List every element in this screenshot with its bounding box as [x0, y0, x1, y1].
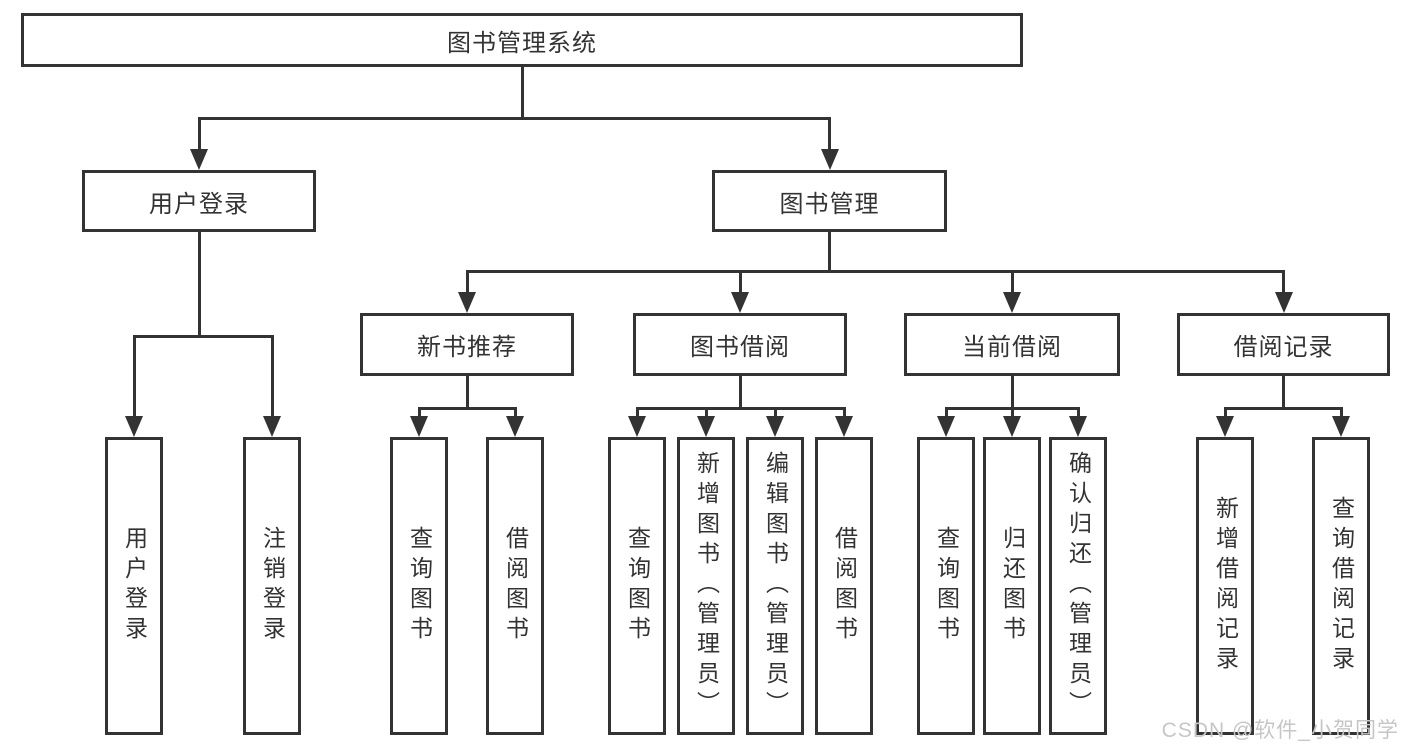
arrowhead-down: [125, 416, 143, 437]
arrowhead-down: [1003, 416, 1021, 437]
arrowhead-down: [1332, 416, 1350, 437]
arrowhead-down: [697, 416, 715, 437]
node-query-borrow-record: 查询借阅记录: [1312, 437, 1370, 735]
node-book-management-branch: 图书管理: [712, 170, 947, 232]
connector: [1223, 408, 1227, 418]
arrowhead-down: [1003, 292, 1021, 313]
node-library-management-system: 图书管理系统: [21, 13, 1023, 67]
connector: [1282, 375, 1285, 408]
connector: [465, 269, 1285, 273]
connector: [1010, 408, 1014, 418]
node-current-borrowing: 当前借阅: [904, 313, 1120, 376]
node-query-books-borrowing: 查询图书: [608, 437, 666, 735]
node-borrowing-records: 借阅记录: [1177, 313, 1390, 376]
node-return-books: 归还图书: [983, 437, 1041, 735]
connector: [132, 334, 274, 338]
connector: [197, 116, 831, 120]
arrowhead-down: [835, 416, 853, 437]
arrowhead-down: [1216, 416, 1234, 437]
connector: [704, 408, 708, 418]
node-logout: 注销登录: [243, 437, 301, 735]
node-borrow-books-borrowing: 借阅图书: [815, 437, 873, 735]
connector: [1339, 408, 1343, 418]
node-confirm-return-admin: 确认归还（管理员）: [1049, 437, 1107, 735]
node-user-login-branch: 用户登录: [82, 170, 316, 232]
connector: [1282, 271, 1285, 294]
connector: [635, 408, 639, 418]
connector: [1076, 408, 1080, 418]
connector: [465, 375, 469, 408]
arrowhead-down: [263, 416, 281, 437]
connector: [465, 271, 469, 294]
connector: [828, 118, 831, 152]
arrowhead-down: [410, 416, 428, 437]
connector: [132, 336, 136, 418]
connector: [1010, 375, 1014, 408]
arrowhead-down: [1069, 416, 1087, 437]
node-query-books-recommend: 查询图书: [390, 437, 448, 735]
arrowhead-down: [731, 292, 749, 313]
arrowhead-down: [937, 416, 955, 437]
connector: [738, 375, 742, 408]
node-book-borrowing: 图书借阅: [633, 313, 847, 376]
connector: [520, 67, 524, 118]
node-add-borrow-record: 新增借阅记录: [1196, 437, 1254, 735]
arrowhead-down: [190, 149, 208, 170]
connector: [197, 118, 201, 152]
connector: [417, 408, 421, 418]
arrowhead-down: [458, 292, 476, 313]
arrowhead-down: [506, 416, 524, 437]
connector: [197, 232, 201, 336]
node-query-books-current: 查询图书: [917, 437, 975, 735]
arrowhead-down: [628, 416, 646, 437]
node-edit-books-admin: 编辑图书（管理员）: [746, 437, 804, 735]
connector: [1223, 406, 1343, 410]
node-user-login: 用户登录: [105, 437, 163, 735]
connector: [944, 408, 948, 418]
arrowhead-down: [1274, 292, 1293, 313]
connector: [635, 406, 846, 410]
arrowhead-down: [766, 416, 784, 437]
connector: [513, 408, 517, 418]
connector: [828, 232, 831, 271]
arrowhead-down: [820, 149, 839, 170]
node-new-book-recommendation: 新书推荐: [360, 313, 574, 376]
connector: [1010, 271, 1014, 294]
connector: [842, 408, 846, 418]
watermark: CSDN @软件_小贺同学: [1161, 719, 1399, 742]
connector: [417, 406, 517, 410]
connector: [738, 271, 742, 294]
connector: [773, 408, 777, 418]
node-borrow-books-recommend: 借阅图书: [486, 437, 544, 735]
node-add-books-admin: 新增图书（管理员）: [677, 437, 735, 735]
connector: [270, 336, 274, 418]
